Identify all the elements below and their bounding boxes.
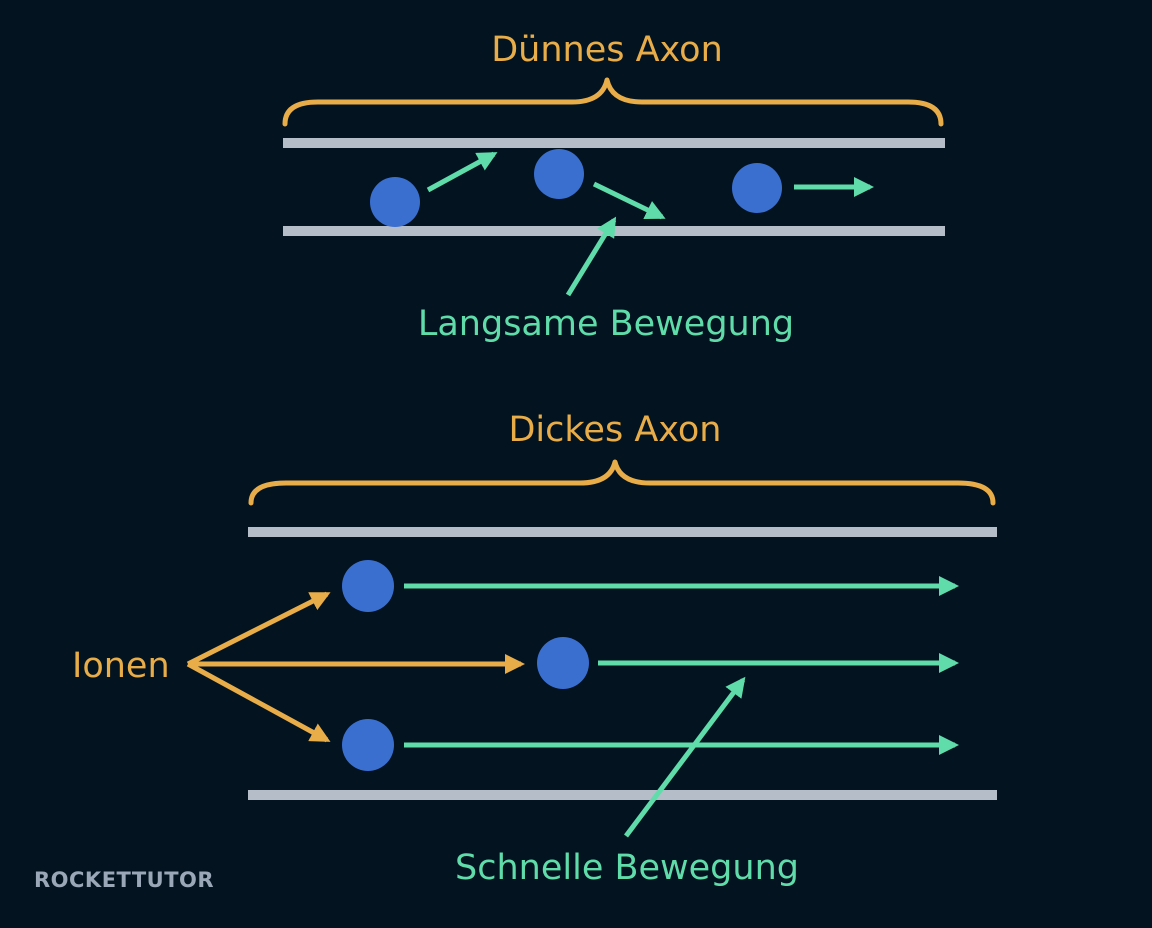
ion xyxy=(534,149,584,199)
ion-motion-arrow xyxy=(592,181,666,220)
thin-axon: Dünnes Axon Langsame Bewegung xyxy=(282,30,945,344)
ion xyxy=(342,719,394,771)
ions-label: Ionen xyxy=(72,646,170,686)
annotation-pointer-arrow xyxy=(624,676,746,838)
thick-axon: Dickes Axon Ionen Schnelle Bewegung xyxy=(72,410,997,888)
ion-motion-arrow xyxy=(426,151,498,193)
rockettutor-logo: ROCKETTUTOR xyxy=(34,868,215,892)
fast-motion-label: Schnelle Bewegung xyxy=(455,848,799,888)
thick-axon-title: Dickes Axon xyxy=(508,410,721,450)
thin-axon-brace xyxy=(282,77,944,127)
thin-axon-title: Dünnes Axon xyxy=(491,30,723,70)
ion xyxy=(342,560,394,612)
annotation-pointer-arrow xyxy=(565,216,617,297)
ion xyxy=(732,163,782,213)
ions-pointer-arrow xyxy=(186,661,331,743)
ions-pointer-arrow xyxy=(186,591,331,667)
thick-axon-brace xyxy=(248,459,996,506)
ion xyxy=(370,177,420,227)
slow-motion-label: Langsame Bewegung xyxy=(418,304,794,344)
ion xyxy=(537,637,589,689)
